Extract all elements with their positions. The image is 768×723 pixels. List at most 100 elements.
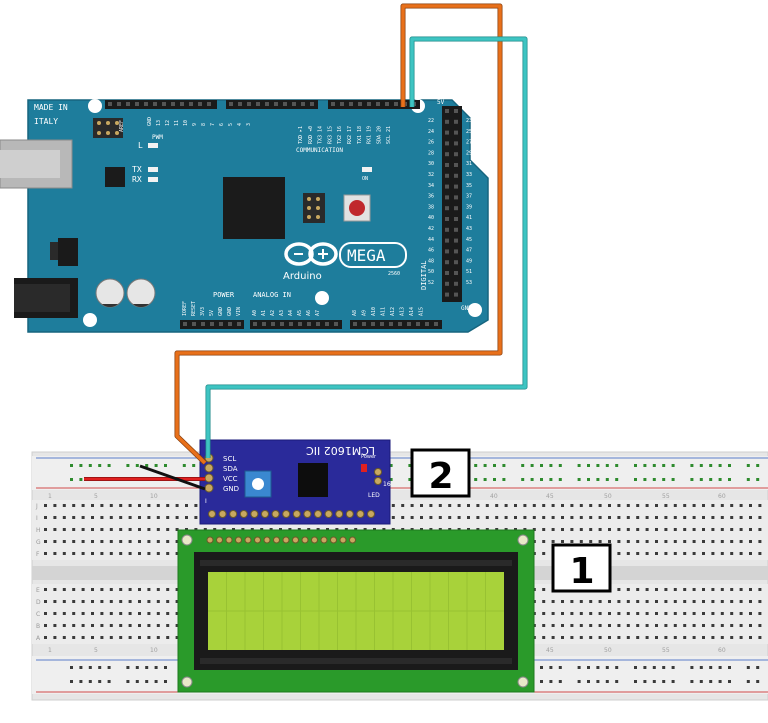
breadboard-hole <box>72 540 76 543</box>
header-pin <box>454 292 458 297</box>
pin-label: TX2 16 <box>337 126 343 144</box>
pin-label: GND <box>218 307 224 316</box>
breadboard-hole <box>730 516 734 519</box>
breadboard-hole <box>438 516 442 519</box>
header-pin <box>171 102 175 106</box>
breadboard-hole <box>739 504 743 507</box>
power-label: POWER <box>213 291 235 299</box>
column-number: 10 <box>150 493 158 500</box>
pin-label: 10 <box>183 120 189 126</box>
rail-hole <box>615 478 619 481</box>
header-pin <box>376 102 380 106</box>
lcd-pin <box>235 536 242 544</box>
pin-label: RX1 19 <box>367 126 373 144</box>
rail-hole <box>389 464 393 467</box>
breadboard-hole <box>62 504 66 507</box>
header-pin <box>445 195 449 200</box>
rail-hole <box>474 464 478 467</box>
header-pin <box>385 102 389 106</box>
header-pin <box>180 102 184 106</box>
mega-badge <box>339 242 407 268</box>
breadboard-hole <box>53 600 57 603</box>
pin-label: 12 <box>165 120 171 126</box>
header-pin <box>274 102 278 106</box>
breadboard-hole <box>579 516 583 519</box>
breadboard-hole <box>175 504 179 507</box>
rail-hole <box>634 464 637 467</box>
mounting-hole <box>468 303 482 317</box>
pin-label: 8 <box>201 123 207 126</box>
led-jumper[interactable] <box>374 468 382 485</box>
module-lcd-pin <box>282 510 291 518</box>
breadboard-hole <box>72 612 76 615</box>
pin-label: A8 <box>352 310 358 316</box>
rail-hole <box>540 680 543 683</box>
breadboard-hole <box>166 636 170 639</box>
breadboard-hole <box>100 600 104 603</box>
breadboard-hole <box>608 624 611 627</box>
lcd-pin <box>349 536 356 544</box>
breadboard-hole <box>758 600 762 603</box>
breadboard-hole <box>44 624 47 627</box>
breadboard-hole <box>467 516 470 519</box>
breadboard-hole <box>692 636 696 639</box>
row-letter: H <box>36 527 41 534</box>
breadboard-hole <box>645 588 649 591</box>
rail-hole <box>540 666 543 669</box>
breadboard-hole <box>156 624 160 627</box>
header-pin <box>454 141 458 146</box>
header-pin <box>349 102 353 106</box>
breadboard-hole <box>147 624 151 627</box>
rail-hole <box>699 464 703 467</box>
breadboard-hole <box>683 528 687 531</box>
breadboard-hole <box>617 504 621 507</box>
module-lcd-pin <box>324 510 333 518</box>
breadboard-hole <box>758 516 762 519</box>
rail-hole <box>662 464 666 467</box>
header-pin <box>454 130 458 135</box>
breadboard-hole <box>702 600 705 603</box>
breadboard-hole <box>655 600 658 603</box>
breadboard-hole <box>673 540 677 543</box>
breadboard-hole <box>570 600 574 603</box>
rail-hole <box>79 666 83 669</box>
rail-hole <box>652 464 656 467</box>
rail-hole <box>145 666 149 669</box>
breadboard-hole <box>476 516 480 519</box>
pin-label: 40 <box>428 215 434 221</box>
breadboard-hole <box>664 504 668 507</box>
breadboard-hole <box>551 600 555 603</box>
pin-label: A0 <box>252 310 258 316</box>
wire-gnd <box>139 464 206 491</box>
breadboard-hole <box>636 504 640 507</box>
breadboard-hole <box>81 504 85 507</box>
breadboard-hole <box>636 600 640 603</box>
breadboard-hole <box>128 528 132 531</box>
breadboard-hole <box>636 528 640 531</box>
module-lcd-pin <box>303 510 312 518</box>
breadboard-hole <box>53 588 57 591</box>
breadboard-hole <box>636 624 640 627</box>
header-pin <box>198 102 202 106</box>
breadboard-hole <box>128 612 132 615</box>
header-pin <box>454 227 458 232</box>
rail-hole <box>79 464 83 467</box>
breadboard-hole <box>542 504 546 507</box>
rail-hole <box>135 680 139 683</box>
breadboard-hole <box>579 504 583 507</box>
lcd-pin <box>254 536 261 544</box>
pin-label: 29 <box>466 150 472 156</box>
breadboard-hole <box>44 600 47 603</box>
header-pin <box>183 322 187 326</box>
breadboard-hole <box>138 540 141 543</box>
breadboard-hole <box>62 600 66 603</box>
pin-label: 49 <box>466 258 472 264</box>
module-pin-label: VCC <box>223 475 238 483</box>
rail-hole <box>690 464 694 467</box>
header-pin <box>445 271 449 275</box>
rail-hole <box>605 464 609 467</box>
rail-hole <box>577 464 581 467</box>
breadboard-hole <box>476 504 480 507</box>
header-pin <box>454 238 458 243</box>
breadboard-hole <box>730 612 734 615</box>
